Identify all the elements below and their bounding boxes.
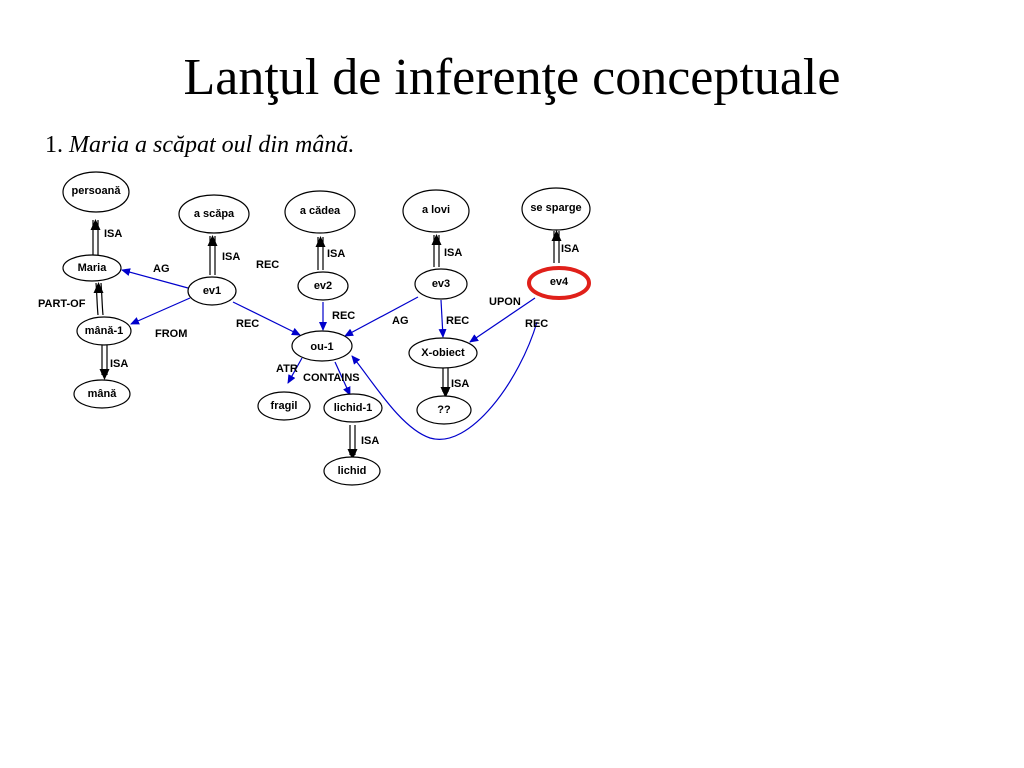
example-number: 1.	[45, 132, 63, 158]
node-ev1: ev1	[187, 276, 237, 306]
slide-title: Lanţul de inferenţe conceptuale	[183, 49, 841, 106]
label-isa-sesparge: ISA	[561, 243, 579, 255]
label-rec-ev3: REC	[446, 315, 469, 327]
link-ev3-isa-alovi	[431, 234, 442, 267]
relation-labels: ISA PART-OF ISA AG FROM ISA REC REC ISA …	[38, 228, 579, 447]
node-ev4-label: ev4	[550, 276, 569, 288]
node-persoana-label: persoană	[72, 185, 122, 197]
node-mana: mână	[73, 379, 131, 409]
isa-links	[90, 219, 562, 460]
node-ev1-label: ev1	[203, 285, 221, 297]
label-contains: CONTAINS	[303, 372, 360, 384]
label-upon: UPON	[489, 296, 521, 308]
label-isa-persoana: ISA	[104, 228, 122, 240]
example-sentence-text: Maria a scăpat oul din mână.	[69, 132, 355, 158]
node-ev3: ev3	[414, 268, 468, 300]
link-ou1-atr-fragil	[287, 357, 303, 384]
node-mana-label: mână	[88, 388, 118, 400]
node-unknown: ??	[416, 395, 472, 425]
node-fragil: fragil	[257, 391, 311, 421]
node-ascapa-label: a scăpa	[194, 208, 235, 220]
link-ev1-ag-maria	[121, 268, 189, 289]
link-mana1-partof-maria	[93, 282, 104, 316]
node-maria: Maria	[62, 254, 122, 282]
link-ev4-rec-ou1	[351, 321, 538, 440]
link-ev1-isa-ascapa	[207, 235, 218, 275]
label-atr: ATR	[276, 363, 298, 375]
relation-links	[121, 268, 538, 440]
node-mana1: mână-1	[76, 316, 132, 346]
example-sentence: 1. Maria a scăpat oul din mână.	[45, 130, 354, 160]
node-maria-label: Maria	[78, 262, 108, 274]
label-ag-ev3: AG	[392, 315, 409, 327]
node-ou1: ou-1	[291, 330, 353, 362]
node-lichid-label: lichid	[338, 465, 367, 477]
node-ou1-label: ou-1	[310, 341, 333, 353]
nodes: persoană Maria mână-1 mână a scăpa ev1 a…	[62, 171, 591, 486]
link-ev4-upon-xobiect	[469, 297, 536, 343]
node-mana1-label: mână-1	[85, 325, 124, 337]
label-isa-unknown: ISA	[451, 378, 469, 390]
node-acadea: a cădea	[284, 190, 356, 234]
link-ev3-rec-xobiect	[438, 299, 447, 338]
node-sesparge-label: se sparge	[530, 202, 581, 214]
link-ou1-contains-lichid1	[334, 361, 351, 396]
node-ascapa: a scăpa	[178, 194, 250, 234]
link-ev1-from-mana1	[130, 297, 191, 325]
link-mana1-isa-mana	[99, 345, 110, 380]
node-ev2-label: ev2	[314, 280, 332, 292]
node-unknown-label: ??	[437, 404, 451, 416]
node-alovi-label: a lovi	[422, 204, 450, 216]
label-rec-top: REC	[256, 259, 279, 271]
link-maria-isa-persoana	[90, 219, 101, 255]
link-ev3-ag-ou1	[344, 296, 419, 337]
label-rec-ev4: REC	[525, 318, 548, 330]
label-isa-mana: ISA	[110, 358, 128, 370]
label-isa-alovi: ISA	[444, 247, 462, 259]
label-isa-acadea: ISA	[327, 248, 345, 260]
node-acadea-label: a cădea	[300, 205, 341, 217]
node-persoana: persoană	[62, 171, 130, 213]
link-lichid1-isa-lichid	[347, 425, 358, 460]
link-ev1-rec-ou1	[232, 301, 301, 336]
label-from: FROM	[155, 328, 187, 340]
label-ag-ev1: AG	[153, 263, 170, 275]
node-ev4: ev4	[527, 266, 591, 300]
label-rec-ev2: REC	[332, 310, 355, 322]
node-sesparge: se sparge	[521, 187, 591, 231]
label-partof: PART-OF	[38, 298, 86, 310]
node-lichid1-label: lichid-1	[334, 402, 373, 414]
link-ev4-isa-sesparge	[551, 230, 562, 263]
label-rec-ev1: REC	[236, 318, 259, 330]
node-xobiect-label: X-obiect	[421, 347, 465, 359]
link-ev2-isa-acadea	[315, 236, 326, 270]
node-alovi: a lovi	[402, 189, 470, 233]
node-fragil-label: fragil	[271, 400, 298, 412]
label-isa-ascapa: ISA	[222, 251, 240, 263]
label-isa-lichid: ISA	[361, 435, 379, 447]
node-ev2: ev2	[297, 271, 349, 301]
link-xobiect-isa-unknown	[440, 368, 451, 398]
node-lichid: lichid	[323, 456, 381, 486]
node-lichid1: lichid-1	[323, 393, 383, 423]
node-xobiect: X-obiect	[408, 337, 478, 369]
node-ev3-label: ev3	[432, 278, 450, 290]
